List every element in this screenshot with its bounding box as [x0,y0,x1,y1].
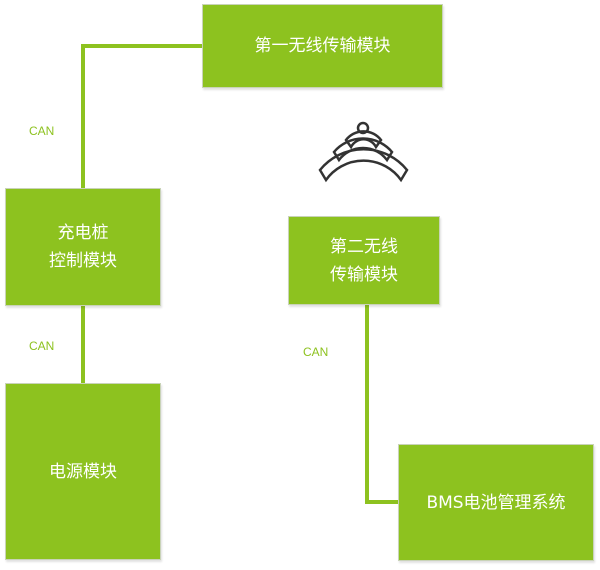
can-label-right: CAN [303,345,329,359]
wireless-module-2: 第二无线 传输模块 [288,216,440,305]
wireless-module-2-label-line2: 传输模块 [330,264,398,285]
bms-module: BMS电池管理系统 [398,444,594,561]
wireless-signal-icon [318,121,409,183]
wireless-module-1: 第一无线传输模块 [202,4,443,88]
bms-module-label: BMS电池管理系统 [426,492,566,513]
charger-control-label-line1: 充电桩 [57,223,109,243]
charger-control-module: 充电桩 控制模块 [5,188,161,306]
can-label-top: CAN [29,124,55,138]
wireless-module-2-label-line1: 第二无线 [330,236,398,257]
can-line-wireless2-to-bms [365,305,399,504]
wireless-module-1-label: 第一无线传输模块 [254,36,391,56]
can-label-left: CAN [29,339,55,353]
power-module-label: 电源模块 [49,461,117,482]
can-line-charger-to-wireless1 [81,44,202,188]
charger-control-label-line2: 控制模块 [49,251,117,271]
power-module: 电源模块 [5,383,161,560]
